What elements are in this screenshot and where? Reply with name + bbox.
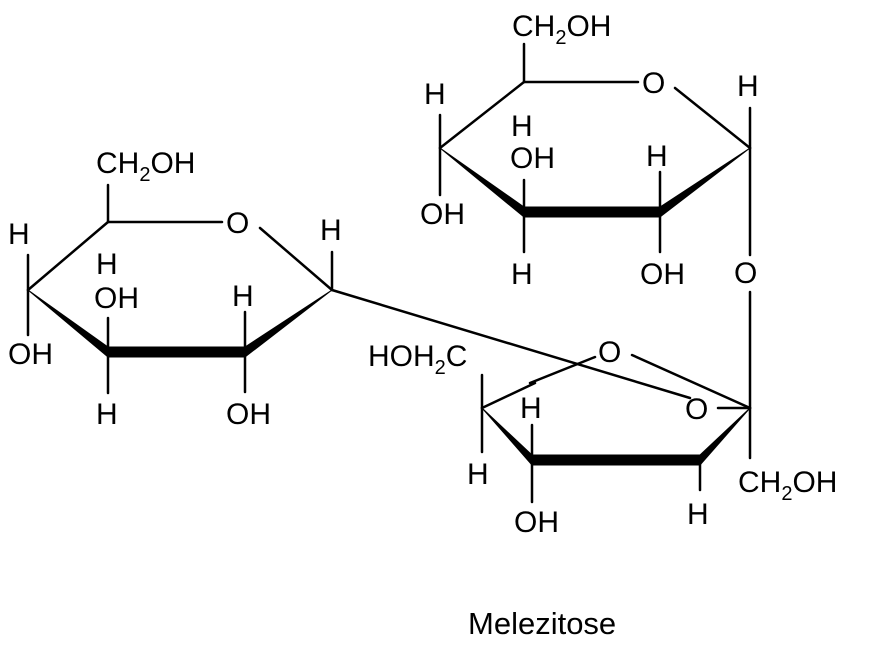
left-oh-c3: OH	[94, 282, 139, 315]
left-h-c3: H	[96, 398, 118, 431]
left-ring-oxygen: O	[226, 207, 249, 240]
furanose-oh-c3: OH	[514, 506, 559, 539]
left-oh-c2: OH	[226, 398, 271, 431]
top-oh-c2: OH	[640, 258, 685, 291]
furanose-h-c3: H	[520, 392, 542, 425]
left-h-c5-lower: H	[96, 248, 118, 281]
top-h-c1: H	[737, 70, 759, 103]
left-h-c5: H	[8, 218, 30, 251]
furanose-ring-oxygen: O	[685, 393, 708, 426]
furanose-ring	[480, 373, 752, 504]
linkage-oxygen-right: O	[734, 257, 757, 290]
furanose-hoh2c-label: HOH2C	[368, 340, 467, 379]
top-oh-c3: OH	[510, 142, 555, 175]
top-h-c5-lower: H	[511, 110, 533, 143]
furanose-h-c2: H	[687, 498, 709, 531]
left-h-c2: H	[232, 280, 254, 313]
left-glucose-ring	[26, 183, 334, 395]
top-glucose-ring	[438, 42, 752, 257]
top-oh-c4: OH	[420, 198, 465, 231]
linkage-bond-middle-right	[630, 353, 752, 410]
top-h-c5: H	[424, 78, 446, 111]
top-ch2oh-label: CH2OH	[512, 10, 611, 49]
left-h-c1: H	[320, 214, 342, 247]
linkage-bond-middle-left	[528, 355, 597, 385]
left-oh-c4: OH	[8, 338, 53, 371]
top-h-c3: H	[511, 258, 533, 291]
left-ch2oh-label: CH2OH	[96, 147, 195, 186]
furanose-ch2oh-label: CH2OH	[738, 466, 837, 505]
furanose-h-c4: H	[467, 458, 489, 491]
top-ring-oxygen: O	[642, 67, 665, 100]
linkage-oxygen-middle: O	[598, 336, 621, 369]
molecule-name-caption: Melezitose	[468, 606, 616, 641]
top-h-c2: H	[646, 140, 668, 173]
linkage-bond-left	[330, 288, 692, 400]
